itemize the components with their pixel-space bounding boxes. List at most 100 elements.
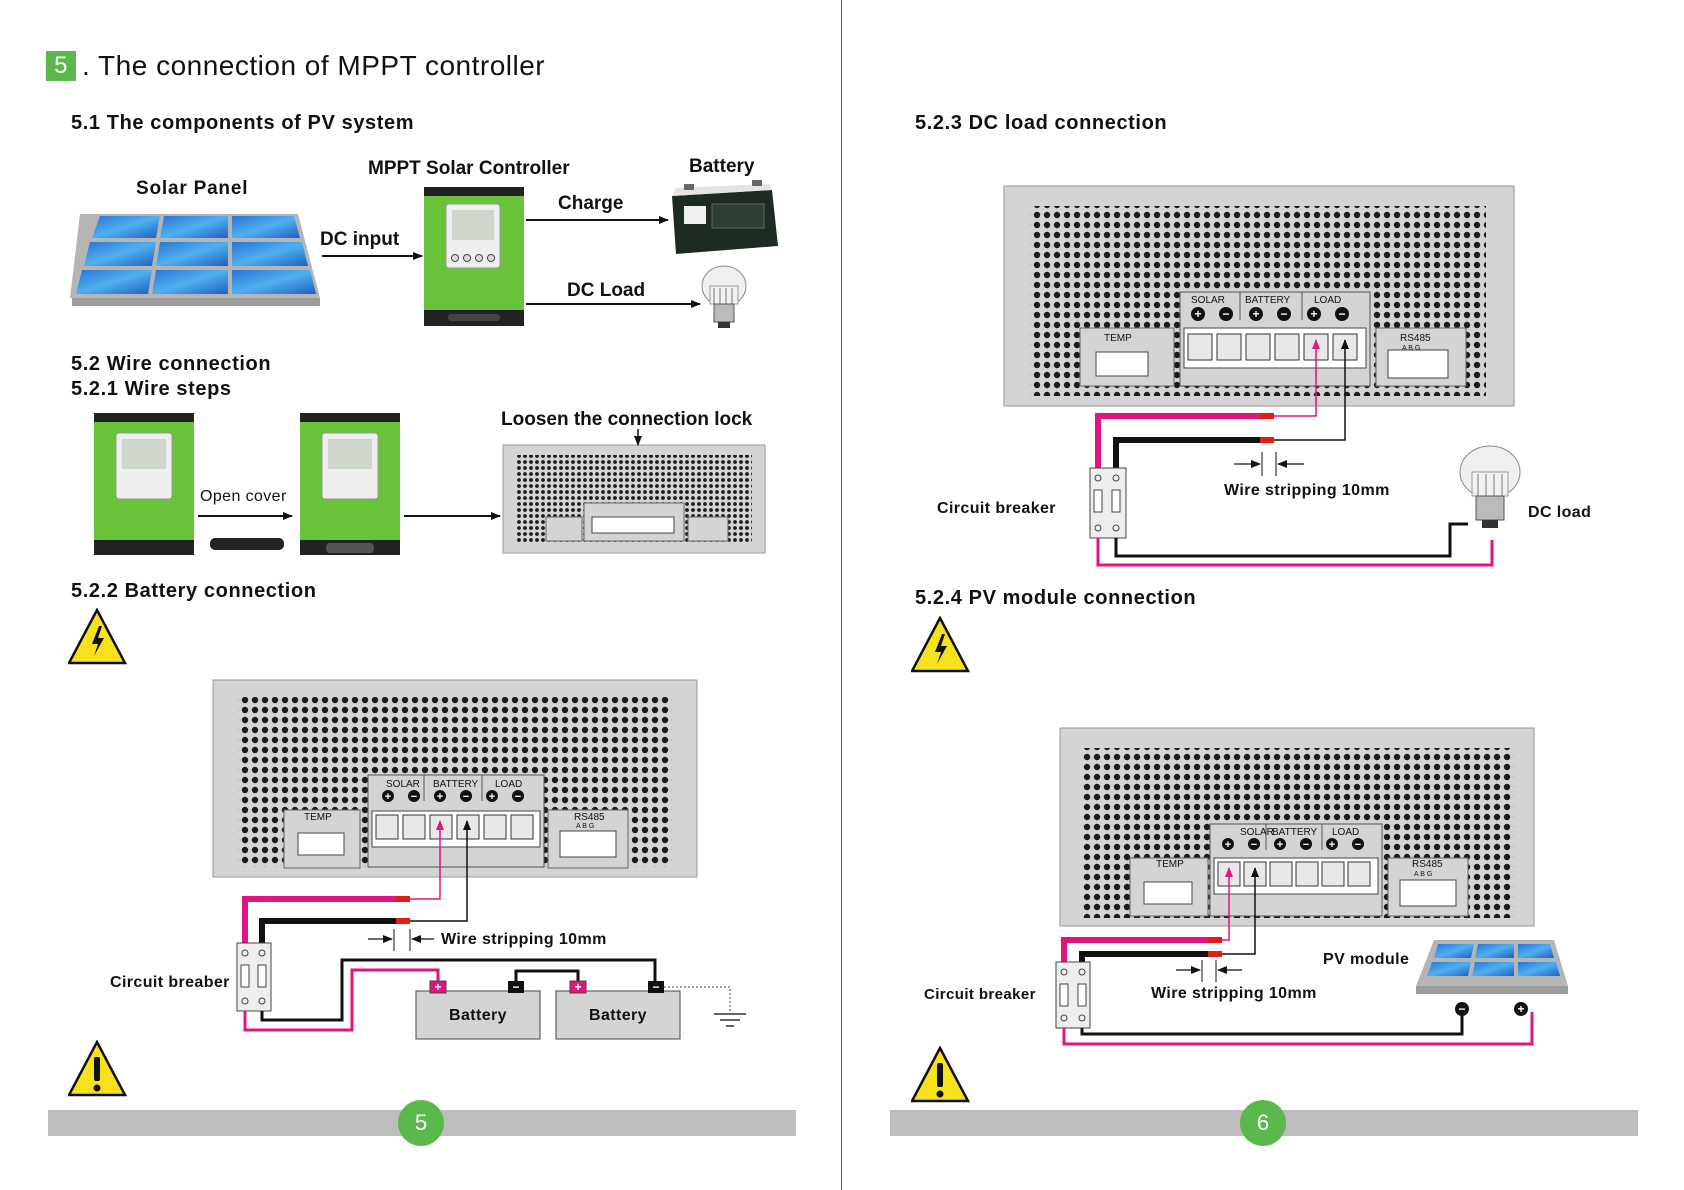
solar-terminal-label: SOLAR [386, 779, 420, 790]
charge-label: Charge [558, 193, 624, 214]
chapter-number: 5 [46, 51, 76, 81]
svg-text:+: + [574, 980, 581, 994]
load-terminal-label: LOAD [495, 779, 523, 790]
page-number-5: 5 [398, 1100, 444, 1146]
load-terminal-label-pv: LOAD [1332, 827, 1360, 838]
battery-connection-diagram: + − + − + − [212, 679, 746, 1040]
svg-text:−: − [652, 980, 659, 994]
page-5: 5 . The connection of MPPT controller 5.… [46, 0, 842, 1190]
controller-terminal-panel-pv: + − + − + − [1059, 727, 1535, 927]
rs485-port-label-pv: RS485 [1412, 859, 1443, 870]
pv-module-connection-diagram: + − + − + − [1055, 727, 1568, 1046]
dc-load-label: DC Load [567, 280, 646, 301]
controller-label: MPPT Solar Controller [368, 158, 570, 179]
solar-panel-label: Solar Panel [136, 178, 249, 199]
negative-wire-top [259, 917, 402, 943]
electric-hazard-icon-pv [911, 616, 971, 673]
rs485-pin-labels: A B G [576, 823, 595, 830]
svg-text:−: − [411, 791, 417, 803]
svg-text:+: + [489, 791, 495, 803]
open-cover-label: Open cover [200, 488, 287, 505]
solar-terminal-label-pv: SOLAR [1240, 827, 1274, 838]
svg-text:+: + [434, 980, 441, 994]
battery-label: Battery [689, 156, 755, 177]
positive-wire-top [242, 896, 402, 943]
battery-terminal-label-load: BATTERY [1245, 295, 1291, 306]
chapter-title: . The connection of MPPT controller [82, 50, 546, 81]
load-terminal-label-load: LOAD [1314, 295, 1342, 306]
svg-text:−: − [1355, 839, 1361, 851]
controller-terminal-panel-load: + − + − + − [1003, 185, 1515, 407]
section-5-2-heading: 5.2 Wire connection [71, 353, 272, 375]
circuit-breaker-image-load [1089, 467, 1127, 539]
temp-port-label-load: TEMP [1104, 333, 1132, 344]
pv-module-image [1416, 940, 1568, 994]
section-5-2-4-heading: 5.2.4 PV module connection [915, 587, 1197, 609]
warning-icon-right [911, 1046, 971, 1103]
warning-icon [68, 1040, 128, 1097]
svg-text:+: + [1329, 839, 1335, 851]
svg-text:−: − [1222, 307, 1229, 321]
wire-stripping-label: Wire stripping 10mm [441, 931, 607, 948]
svg-text:+: + [437, 791, 443, 803]
temp-port-label-pv: TEMP [1156, 859, 1184, 870]
circuit-breaker-label: Circuit breaber [110, 974, 230, 991]
wire-steps-diagram [94, 413, 766, 555]
circuit-breaker-image [236, 942, 272, 1012]
section-5-2-2-heading: 5.2.2 Battery connection [71, 580, 317, 602]
battery-terminal-label: BATTERY [433, 779, 479, 790]
svg-text:−: − [1280, 307, 1287, 321]
svg-text:−: − [1303, 839, 1309, 851]
dc-load-connection-diagram: + − + − + − [1003, 185, 1521, 567]
wire-stripping-label-load: Wire stripping 10mm [1224, 482, 1390, 499]
rs485-port-label-load: RS485 [1400, 333, 1431, 344]
rs485-pin-labels-pv: A B G [1414, 871, 1433, 878]
section-5-2-3-heading: 5.2.3 DC load connection [915, 112, 1168, 134]
cover-piece-image [210, 538, 284, 550]
dc-input-label: DC input [320, 229, 400, 250]
svg-text:−: − [515, 791, 521, 803]
section-5-2-1-heading: 5.2.1 Wire steps [71, 378, 232, 400]
controller-open-image [300, 413, 400, 555]
svg-text:+: + [1225, 839, 1231, 851]
battery-box-2-label: Battery [589, 1007, 647, 1024]
svg-text:+: + [1194, 307, 1201, 321]
temp-port-label: TEMP [304, 812, 332, 823]
battery-box-1: + − [415, 980, 541, 1040]
battery-box-1-label: Battery [449, 1007, 507, 1024]
svg-text:+: + [1310, 307, 1317, 321]
terminal-panel-small-image [502, 444, 766, 554]
svg-text:−: − [1458, 1002, 1465, 1016]
chapter-heading: 5 . The connection of MPPT controller [46, 50, 545, 82]
page-6: 5.2.3 DC load connection + − + − + − [842, 0, 1684, 1190]
svg-text:−: − [463, 791, 469, 803]
svg-text:−: − [1251, 839, 1257, 851]
circuit-breaker-label-load: Circuit breaker [937, 500, 1056, 517]
rs485-pin-labels-load: A B G [1402, 345, 1421, 352]
rs485-port-label: RS485 [574, 812, 605, 823]
battery-box-2: + − [555, 980, 681, 1040]
svg-text:+: + [385, 791, 391, 803]
light-bulb-image [701, 265, 747, 328]
svg-text:+: + [1252, 307, 1259, 321]
svg-text:+: + [1517, 1002, 1524, 1016]
circuit-breaker-image-pv [1055, 961, 1091, 1029]
battery-image [672, 180, 778, 254]
dc-load-bulb-image [1459, 445, 1521, 528]
circuit-breaker-label-pv: Circuit breaker [924, 986, 1036, 1003]
svg-text:−: − [1338, 307, 1345, 321]
svg-text:−: − [512, 980, 519, 994]
wire-stripping-label-pv: Wire stripping 10mm [1151, 985, 1317, 1002]
solar-panel-image [70, 214, 320, 306]
svg-text:+: + [1277, 839, 1283, 851]
solar-terminal-label-load: SOLAR [1191, 295, 1225, 306]
pv-system-diagram [70, 180, 778, 328]
positive-pointer-line [410, 820, 444, 900]
pv-module-label: PV module [1323, 951, 1410, 968]
page-number-6: 6 [1240, 1100, 1286, 1146]
electric-hazard-icon [68, 608, 128, 665]
loosen-lock-label: Loosen the connection lock [501, 409, 753, 430]
battery-terminal-label-pv: BATTERY [1272, 827, 1318, 838]
negative-pointer-line [410, 820, 471, 922]
section-5-1-heading: 5.1 The components of PV system [71, 112, 415, 134]
